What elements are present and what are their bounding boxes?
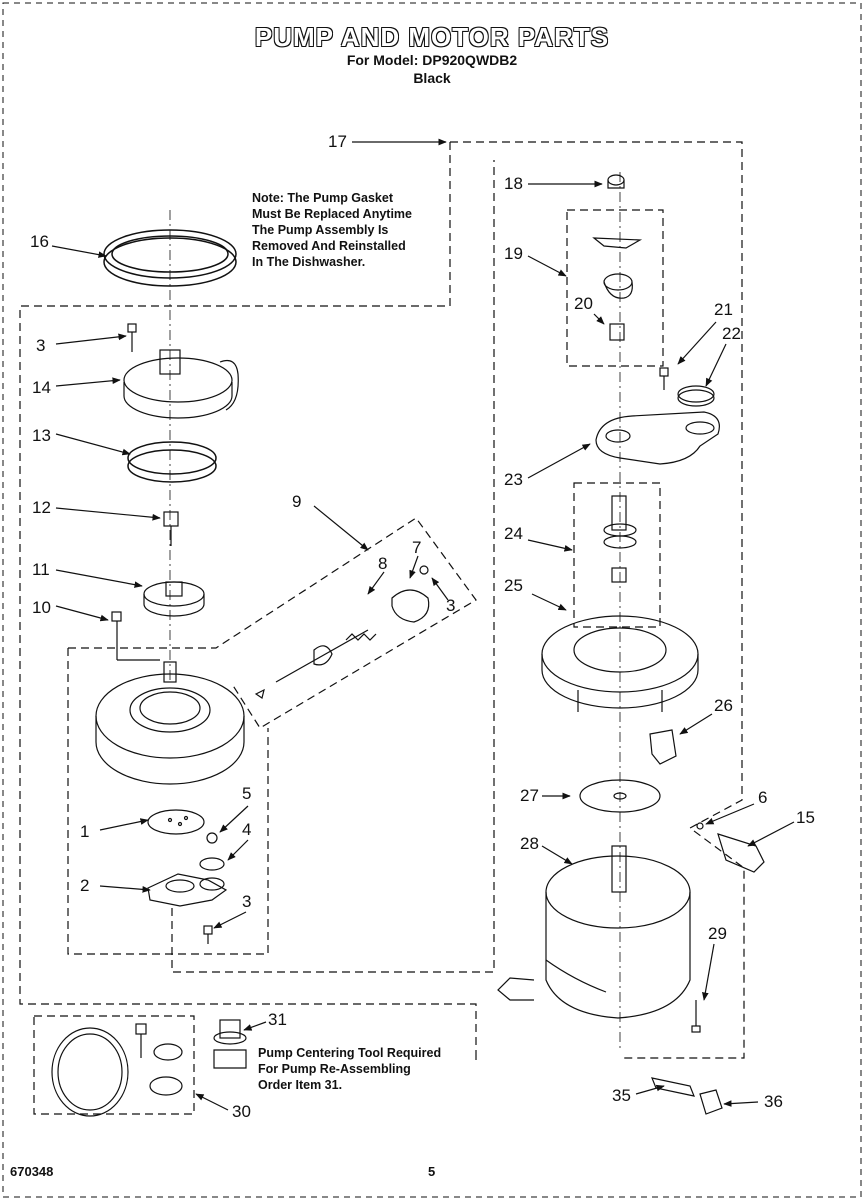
part-label-2: 2 <box>80 876 90 895</box>
part-label-21: 21 <box>714 300 733 319</box>
doc-number: 670348 <box>10 1164 54 1179</box>
shaft-seal-24 <box>603 495 637 583</box>
part-label-24: 24 <box>504 524 523 543</box>
part-label-6: 6 <box>758 788 768 807</box>
part-label-20: 20 <box>574 294 593 313</box>
color-line: Black <box>413 70 451 86</box>
part-label-3a: 3 <box>36 336 46 355</box>
motor-28 <box>497 845 691 1019</box>
part-label-16: 16 <box>30 232 49 251</box>
bracket-23 <box>595 411 720 465</box>
part-36 <box>699 1089 723 1115</box>
part-label-11: 11 <box>32 560 50 579</box>
valve-assembly-9 <box>254 565 430 699</box>
part-label-22: 22 <box>722 324 741 343</box>
screw-21 <box>659 367 669 390</box>
screw-10 <box>111 611 160 661</box>
part-label-15: 15 <box>796 808 815 827</box>
strainer-1 <box>147 809 205 835</box>
hose-35 <box>651 1077 695 1097</box>
kit-30 <box>51 1023 183 1117</box>
sensor-15 <box>717 833 765 873</box>
part-label-28: 28 <box>520 834 539 853</box>
part-label-14: 14 <box>32 378 51 397</box>
part-label-27: 27 <box>520 786 539 805</box>
part-label-3c: 3 <box>242 892 252 911</box>
pump-gasket-16 <box>103 229 237 287</box>
part-label-25: 25 <box>504 576 523 595</box>
clip-26 <box>649 729 677 765</box>
screw-12 <box>163 511 179 546</box>
part-label-1: 1 <box>80 822 90 841</box>
part-label-5: 5 <box>242 784 252 803</box>
bushing-20 <box>609 323 625 341</box>
model-line: For Model: DP920QWDB2 <box>346 52 518 68</box>
part-label-3b: 3 <box>446 596 456 615</box>
ball-5 <box>206 832 218 844</box>
impeller-11 <box>143 581 205 617</box>
part-label-19: 19 <box>504 244 523 263</box>
screw-3-top <box>127 323 137 352</box>
part-label-17: 17 <box>328 132 347 151</box>
part-label-23: 23 <box>504 470 523 489</box>
part-label-10: 10 <box>32 598 51 617</box>
part-label-36: 36 <box>764 1092 783 1111</box>
centering-tool-31 <box>213 1019 247 1069</box>
gasket-note: Note: The Pump Gasket Must Be Replaced A… <box>252 191 412 269</box>
tool-note: Pump Centering Tool Required For Pump Re… <box>258 1046 442 1092</box>
part-label-7: 7 <box>412 538 422 557</box>
part-label-8: 8 <box>378 554 388 573</box>
part-label-29: 29 <box>708 924 727 943</box>
part-label-26: 26 <box>714 696 733 715</box>
cover-14 <box>123 349 239 419</box>
gasket-22 <box>677 385 715 407</box>
gasket-4 <box>199 857 225 891</box>
screw-3-bottom <box>203 925 213 944</box>
page-title: PUMP AND MOTOR PARTS <box>254 22 610 52</box>
disc-27 <box>579 779 661 813</box>
seal-13 <box>127 441 217 483</box>
part-label-12: 12 <box>32 498 51 517</box>
part-label-13: 13 <box>32 426 51 445</box>
nut-18 <box>607 174 625 189</box>
clip-19 <box>592 237 643 299</box>
part-label-9: 9 <box>292 492 302 511</box>
part-label-35: 35 <box>612 1086 631 1105</box>
part-label-30: 30 <box>232 1102 251 1121</box>
motor-mount-25 <box>541 615 699 712</box>
part-label-18: 18 <box>504 174 523 193</box>
part-6 <box>696 822 704 830</box>
part-label-4: 4 <box>242 820 252 839</box>
part-label-31: 31 <box>268 1010 287 1029</box>
bracket-2 <box>147 873 228 907</box>
pump-housing <box>95 661 245 785</box>
dashed-outlines <box>19 141 745 1115</box>
leader-arrows <box>51 138 795 1111</box>
page-number: 5 <box>428 1164 436 1179</box>
screw-29 <box>691 1000 701 1033</box>
